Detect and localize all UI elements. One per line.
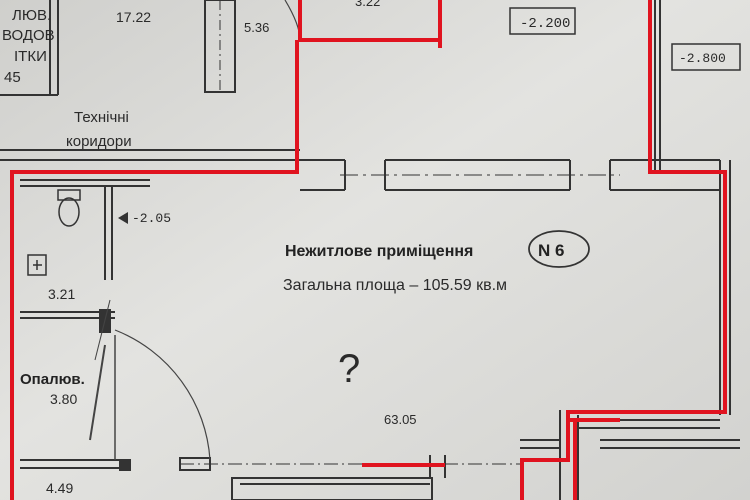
- room-number-circle: [528, 230, 590, 268]
- area-5-36-label: 5.36: [244, 20, 269, 35]
- tech-corridor-line-2: коридори: [66, 133, 132, 150]
- level-value-2: -2.800: [679, 51, 726, 66]
- room-title: Нежитлове приміщення: [285, 243, 473, 260]
- highlight-boundary: [10, 0, 727, 500]
- door-leaf-2: [89, 344, 106, 441]
- level-value-3: -2.05: [132, 211, 171, 226]
- area-3-22-label: 3.22: [355, 0, 380, 9]
- level-marker-2: -2.800: [671, 43, 741, 71]
- bottom-area-label: 4.49: [46, 480, 73, 496]
- heating-area-label: 3.80: [50, 391, 77, 407]
- corner-line-4: 45: [4, 69, 21, 86]
- corner-line-2: ВОДОВ: [2, 27, 55, 44]
- top-left-corner-text: ЛЮВ. ВОДОВ ІТКИ 45: [2, 7, 55, 86]
- corner-line-1: ЛЮВ.: [12, 7, 51, 24]
- level-value-1: -2.200: [520, 16, 570, 32]
- room-number: N 6: [538, 241, 564, 260]
- main-area-label: 63.05: [384, 412, 417, 427]
- handwritten-question-mark: ?: [338, 347, 360, 391]
- corner-line-3: ІТКИ: [14, 48, 47, 65]
- sink-icon: [27, 254, 47, 276]
- tech-corridor-line-1: Технічні: [74, 109, 129, 126]
- door-leaf-3: [94, 299, 111, 361]
- level-marker-3: -2.05: [118, 211, 171, 226]
- level-marker-1: -2.200: [509, 7, 576, 35]
- area-17-label: 17.22: [116, 9, 151, 25]
- toilet-icon: [57, 189, 81, 227]
- heating-room-label: Опалюв.: [20, 371, 85, 388]
- room-total-area: Загальна площа – 105.59 кв.м: [283, 277, 507, 294]
- wc-area-label: 3.21: [48, 286, 75, 302]
- door-swing-arc: [114, 329, 211, 461]
